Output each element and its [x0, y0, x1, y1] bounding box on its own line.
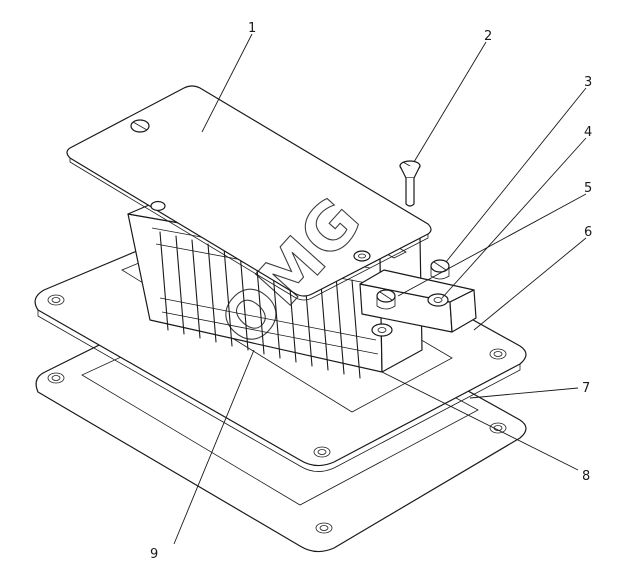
callout-2: 2 [484, 29, 492, 44]
leader-8 [381, 371, 579, 471]
callout-8: 8 [582, 469, 590, 484]
leader-5 [397, 193, 587, 297]
leader-9 [173, 349, 255, 545]
leader-6 [473, 237, 587, 331]
leader-lines [173, 33, 587, 545]
callout-7: 7 [582, 381, 590, 396]
leader-4 [441, 137, 587, 299]
terminal-screw-5 [371, 289, 396, 337]
leader-2 [413, 41, 487, 163]
terminal-screw-3 [430, 259, 450, 280]
leader-3 [445, 87, 587, 263]
cover-plate [66, 85, 432, 301]
leader-1 [201, 33, 253, 133]
countersunk-screw [399, 160, 421, 207]
callout-3: 3 [584, 75, 592, 90]
washer-4 [427, 293, 449, 307]
callout-5: 5 [584, 181, 592, 196]
callout-1: 1 [248, 21, 256, 36]
callout-6: 6 [584, 225, 592, 240]
callout-9: 9 [150, 547, 158, 562]
leader-7 [469, 387, 579, 399]
callout-4: 4 [584, 125, 592, 140]
callout-labels: 1 2 3 4 5 6 7 8 9 [150, 21, 592, 562]
